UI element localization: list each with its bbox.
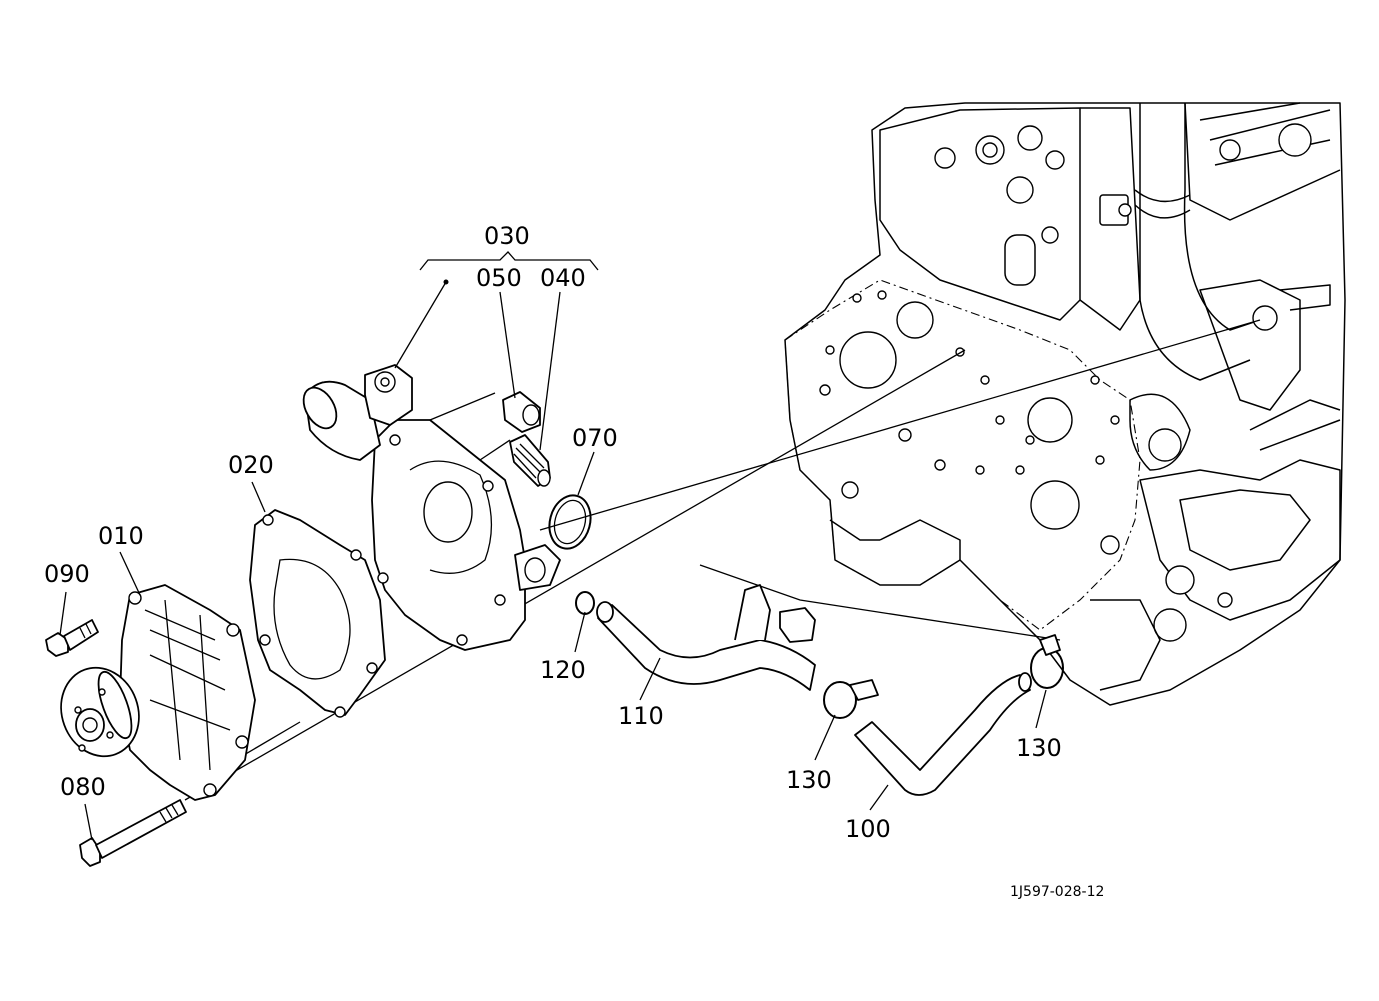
- part-090-short-bolt[interactable]: [45, 619, 99, 657]
- part-110-pipe[interactable]: [596, 584, 816, 691]
- label-130-left: 130: [786, 766, 832, 794]
- part-100-hose[interactable]: [854, 672, 1032, 796]
- part-030-thermostat-housing[interactable]: [297, 364, 561, 651]
- part-010-water-pump[interactable]: [49, 584, 256, 801]
- part-080-long-bolt[interactable]: [79, 799, 187, 867]
- part-040-fitting[interactable]: [509, 434, 551, 487]
- part-020-gasket[interactable]: [249, 509, 386, 718]
- engine-block: [784, 102, 1346, 706]
- label-120: 120: [540, 656, 586, 684]
- label-090: 090: [44, 560, 90, 588]
- label-050: 050: [476, 264, 522, 292]
- part-labels: 010 020 030 040 050 070 080 090 100 110 …: [44, 222, 1104, 900]
- part-070-o-ring[interactable]: [544, 491, 597, 554]
- label-010: 010: [98, 522, 144, 550]
- part-130-clamp-left[interactable]: [823, 679, 879, 719]
- label-030: 030: [484, 222, 530, 250]
- label-020: 020: [228, 451, 274, 479]
- part-050-plug[interactable]: [502, 391, 541, 433]
- label-070: 070: [572, 424, 618, 452]
- part-130-clamp-right[interactable]: [1030, 634, 1064, 689]
- leader-lines: [59, 251, 1047, 841]
- label-110: 110: [618, 702, 664, 730]
- drawing-code: 1J597-028-12: [1010, 884, 1104, 900]
- part-120-small-o-ring[interactable]: [575, 591, 595, 615]
- label-130-right: 130: [1016, 734, 1062, 762]
- label-040: 040: [540, 264, 586, 292]
- label-100: 100: [845, 815, 891, 843]
- label-080: 080: [60, 773, 106, 801]
